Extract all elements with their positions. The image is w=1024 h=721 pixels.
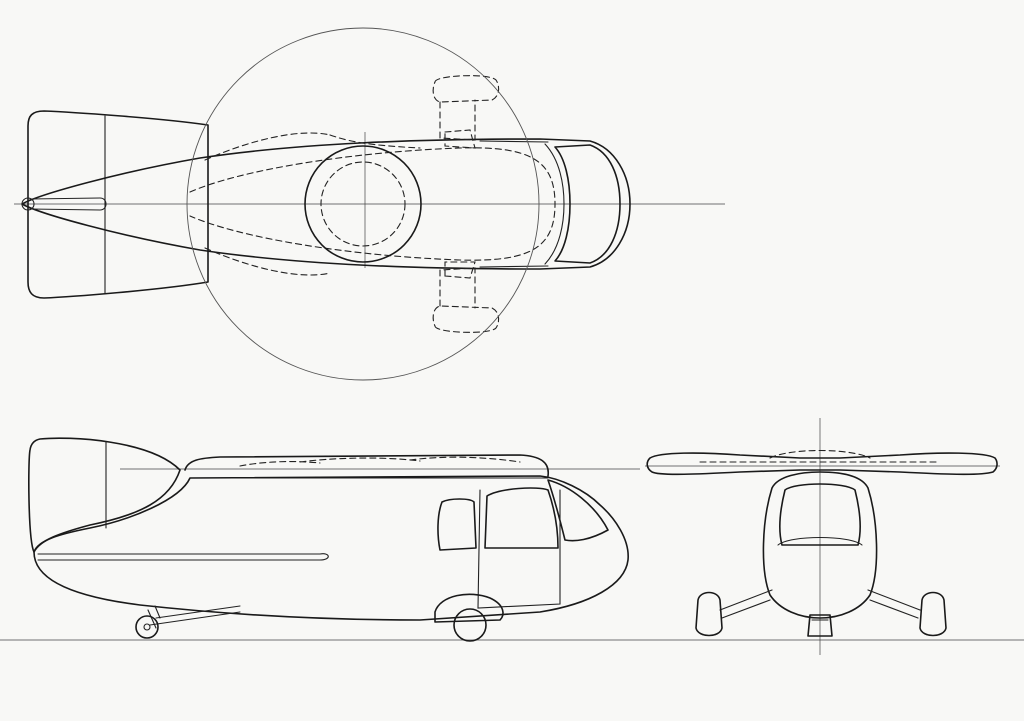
windshield-side (547, 479, 609, 542)
tail-gear-fork (147, 605, 161, 629)
canopy-edge-upper (479, 140, 549, 143)
canopy-top (554, 144, 621, 264)
tail-boom-spine (29, 197, 107, 211)
door-outline (477, 489, 561, 609)
window-rear (437, 498, 477, 551)
gear-strut-right-front (867, 589, 921, 619)
main-wheel-side (453, 608, 487, 642)
hidden-upper-link (329, 134, 421, 149)
front-view (645, 418, 1000, 655)
wheel-fairing-side (434, 593, 504, 623)
tail-boom-side-spine (37, 553, 329, 561)
rotor-pylon-side (184, 454, 549, 477)
gear-pod-upper-outer (432, 75, 500, 103)
hidden-rotor-blades-side (239, 456, 521, 467)
gear-foot-upper (444, 129, 476, 149)
tail-cone-tip (21, 197, 35, 211)
gear-pod-lower-outer (432, 305, 500, 333)
gear-fairing-right-front (919, 591, 947, 637)
nose-gear-front (807, 614, 833, 637)
fuselage-front (762, 471, 878, 619)
gear-foot-lower (444, 261, 476, 279)
rotor-hub-inner (320, 161, 406, 247)
canopy-frame-top (544, 143, 565, 265)
rotor-hub-circle (304, 145, 422, 263)
side-view (0, 437, 1024, 642)
tail-wheel (135, 615, 159, 639)
gear-strut-left-front (719, 589, 773, 619)
window-door (484, 487, 559, 549)
gear-strut-upper (439, 99, 476, 141)
windshield-sill (777, 536, 863, 546)
rotor-blades-front (646, 452, 998, 476)
tail-fin-side (28, 437, 181, 553)
top-view (14, 27, 725, 381)
rotor-hub-front (769, 450, 871, 459)
hidden-upper-structure (204, 132, 331, 161)
windshield-front (779, 483, 861, 546)
tail-gear-strut (149, 605, 241, 626)
gear-strut-lower (439, 267, 476, 309)
canopy-edge-lower (479, 265, 549, 268)
hidden-lower-structure (204, 247, 331, 276)
hidden-cabin-outline (189, 147, 556, 261)
tail-wheel-hub (143, 623, 151, 631)
rotor-disc-circle (186, 27, 540, 381)
fuselage-side (33, 475, 629, 621)
tail-fin-top (27, 110, 209, 299)
fuselage-top (21, 138, 631, 270)
gear-fairing-left-front (695, 591, 723, 637)
